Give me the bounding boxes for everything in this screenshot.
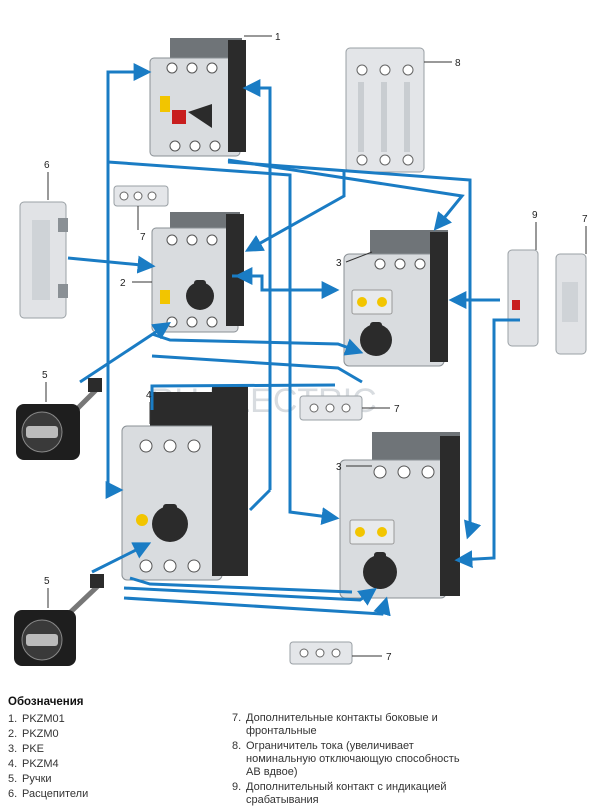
legend-item: 7.Дополнительные контакты боковые и фрон… [232, 712, 438, 737]
callout-7a: 7 [140, 232, 146, 243]
legend-item: 3.PKE [8, 743, 45, 755]
legend-left-column: 1.PKZM01 2.PKZM0 3.PKE 4.PKZM4 5.Ручки 6… [8, 712, 228, 802]
device-pkzm0 [151, 212, 244, 333]
legend-item: 9.Дополнительный контакт с индикацией ср… [232, 781, 447, 806]
callout-6: 6 [44, 160, 50, 171]
device-pkzm4 [121, 386, 248, 581]
legend-right-column: 7.Дополнительные контакты боковые и фрон… [232, 712, 472, 809]
callout-numbers: 1 8 6 7 9 7 3 2 5 4 7 3 5 7 [42, 32, 588, 663]
callout-5a: 5 [42, 370, 48, 381]
callout-7d: 7 [386, 652, 392, 663]
aux-contact-bottom [289, 641, 353, 665]
callout-3a: 3 [336, 258, 342, 269]
callout-7c: 7 [394, 404, 400, 415]
legend-item: 5.Ручки [8, 773, 52, 785]
accessories-diagram: RU ELECTRIC [14, 32, 588, 666]
device-current-limiter [345, 47, 425, 173]
callout-5b: 5 [44, 576, 50, 587]
aux-contact-upper [113, 185, 169, 207]
device-trip-unit [19, 201, 68, 319]
callout-3b: 3 [336, 462, 342, 473]
rotary-handle-upper [16, 378, 102, 460]
device-pkzm01 [149, 38, 246, 157]
device-pke-lower [339, 432, 460, 599]
aux-contact-middle [299, 395, 363, 421]
legend-item: 2.PKZM0 [8, 728, 59, 740]
callout-leaders [45, 35, 587, 657]
callout-4: 4 [146, 390, 152, 401]
legend-title: Обозначения [8, 696, 84, 708]
aux-contact-side-right [555, 253, 587, 355]
legend-item: 4.PKZM4 [8, 758, 59, 770]
connection-arrows [67, 63, 520, 617]
legend-item: 1.PKZM01 [8, 713, 65, 725]
callout-8: 8 [455, 58, 461, 69]
aux-contact-trip-indicator [507, 249, 539, 347]
legend-item: 6.Расцепители [8, 788, 89, 800]
rotary-handle-lower [14, 574, 104, 666]
legend-item: 8.Ограничитель тока (увеличивает номинал… [232, 740, 460, 778]
callout-9: 9 [532, 210, 538, 221]
callout-7b: 7 [582, 214, 588, 225]
callout-1: 1 [275, 32, 281, 43]
device-pke-upper [343, 230, 448, 367]
callout-2: 2 [120, 278, 126, 289]
legend: Обозначения 1.PKZM01 2.PKZM0 3.PKE 4.PKZ… [0, 690, 600, 810]
